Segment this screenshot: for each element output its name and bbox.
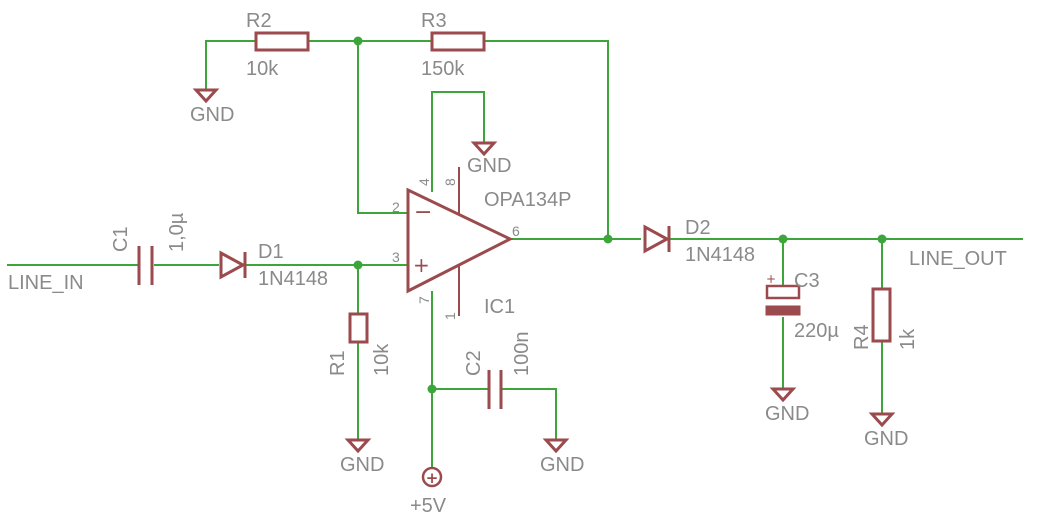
resistor-r2: R2 10k xyxy=(246,10,310,80)
c1-value: 1,0µ xyxy=(166,212,188,252)
net-label-line-out: LINE_OUT xyxy=(909,248,1007,270)
capacitor-c3: + C3 220µ xyxy=(765,270,839,342)
noninverting-sign: + xyxy=(413,253,430,277)
gnd-label: GND xyxy=(340,454,384,476)
c3-value: 220µ xyxy=(794,320,839,342)
wire-r2-gnd xyxy=(205,40,257,91)
pin-label-noninv: 3 xyxy=(392,249,400,265)
inverting-sign: − xyxy=(414,200,432,225)
junction-dot xyxy=(353,260,363,270)
gnd-symbol: GND xyxy=(190,88,234,126)
gnd-label: GND xyxy=(765,403,809,425)
resistor-body xyxy=(348,312,369,344)
c1-name: C1 xyxy=(110,226,132,252)
pin-label-7: 7 xyxy=(416,296,432,304)
diode-d2: D2 1N4148 xyxy=(643,217,755,266)
r1-value: 10k xyxy=(371,343,393,376)
junctions xyxy=(353,36,887,394)
ground-icon xyxy=(470,141,498,157)
gnd-symbol: GND xyxy=(340,438,384,476)
ground-icon xyxy=(769,387,797,403)
diode-d1: D1 1N4148 xyxy=(219,241,328,290)
junction-dot xyxy=(427,384,437,394)
supply-5v: + +5V xyxy=(410,466,447,517)
resistor-body xyxy=(871,287,892,343)
capacitor-c2: C2 100n xyxy=(463,332,533,409)
gnd-label: GND xyxy=(864,428,908,450)
resistor-r1: R1 10k xyxy=(327,312,393,376)
c3-name: C3 xyxy=(794,270,820,292)
pin-label-out: 6 xyxy=(512,223,520,239)
r2-name: R2 xyxy=(246,10,272,32)
supply-icon xyxy=(421,466,443,488)
d2-value: 1N4148 xyxy=(685,244,755,266)
c2-name: C2 xyxy=(463,350,485,376)
pin-label-1: 1 xyxy=(442,312,458,320)
wire-r3-out xyxy=(483,40,609,240)
ic1-value: OPA134P xyxy=(484,189,571,211)
ground-icon xyxy=(344,438,372,454)
diode-triangle xyxy=(219,250,247,280)
supply-plus-sign: + xyxy=(426,469,439,487)
polarity-mark: + xyxy=(766,272,776,286)
gnd-symbol: GND xyxy=(864,412,908,450)
diode-triangle xyxy=(643,224,671,254)
r4-name: R4 xyxy=(851,324,873,350)
r3-name: R3 xyxy=(421,10,447,32)
junction-dot xyxy=(353,36,363,46)
wire-c2-gnd xyxy=(502,388,557,441)
capacitor-plate-positive xyxy=(765,284,801,300)
wire-pin4-gnd xyxy=(431,91,485,192)
ic1-name: IC1 xyxy=(484,296,515,318)
ground-icon xyxy=(192,88,220,104)
ground-icon xyxy=(542,438,570,454)
junction-dot xyxy=(778,234,788,244)
pin-label-inv: 2 xyxy=(392,199,400,215)
capacitor-c1: C1 1,0µ xyxy=(110,212,188,285)
pin-label-4: 4 xyxy=(416,178,432,186)
gnd-label: GND xyxy=(190,104,234,126)
opamp-triangle xyxy=(406,187,514,294)
supply-label: +5V xyxy=(410,495,447,517)
resistor-body xyxy=(254,31,310,52)
r3-value: 150k xyxy=(421,58,465,80)
r2-value: 10k xyxy=(246,58,279,80)
capacitor-plate-negative xyxy=(765,305,801,316)
r4-value: 1k xyxy=(897,328,919,350)
junction-dot xyxy=(603,234,613,244)
resistor-r3: R3 150k xyxy=(421,10,486,80)
pin-label-8: 8 xyxy=(442,178,458,186)
opamp-ic1: − + 2 3 6 4 8 7 1 OPA134P IC1 xyxy=(392,167,571,320)
gnd-label: GND xyxy=(467,155,511,177)
c2-value: 100n xyxy=(511,332,533,377)
d1-value: 1N4148 xyxy=(258,268,328,290)
net-label-line-in: LINE_IN xyxy=(8,272,84,294)
wire-inv xyxy=(357,40,409,214)
resistor-body xyxy=(430,31,486,52)
resistor-r4: R4 1k xyxy=(851,287,919,350)
d2-name: D2 xyxy=(685,217,711,239)
gnd-symbol: GND xyxy=(765,387,809,425)
gnd-symbol: GND xyxy=(540,438,584,476)
ground-icon xyxy=(868,412,896,428)
d1-name: D1 xyxy=(258,241,284,263)
wires xyxy=(7,40,1023,469)
junction-dot xyxy=(877,234,887,244)
gnd-symbol: GND xyxy=(467,141,511,177)
gnd-label: GND xyxy=(540,454,584,476)
r1-name: R1 xyxy=(327,350,349,376)
